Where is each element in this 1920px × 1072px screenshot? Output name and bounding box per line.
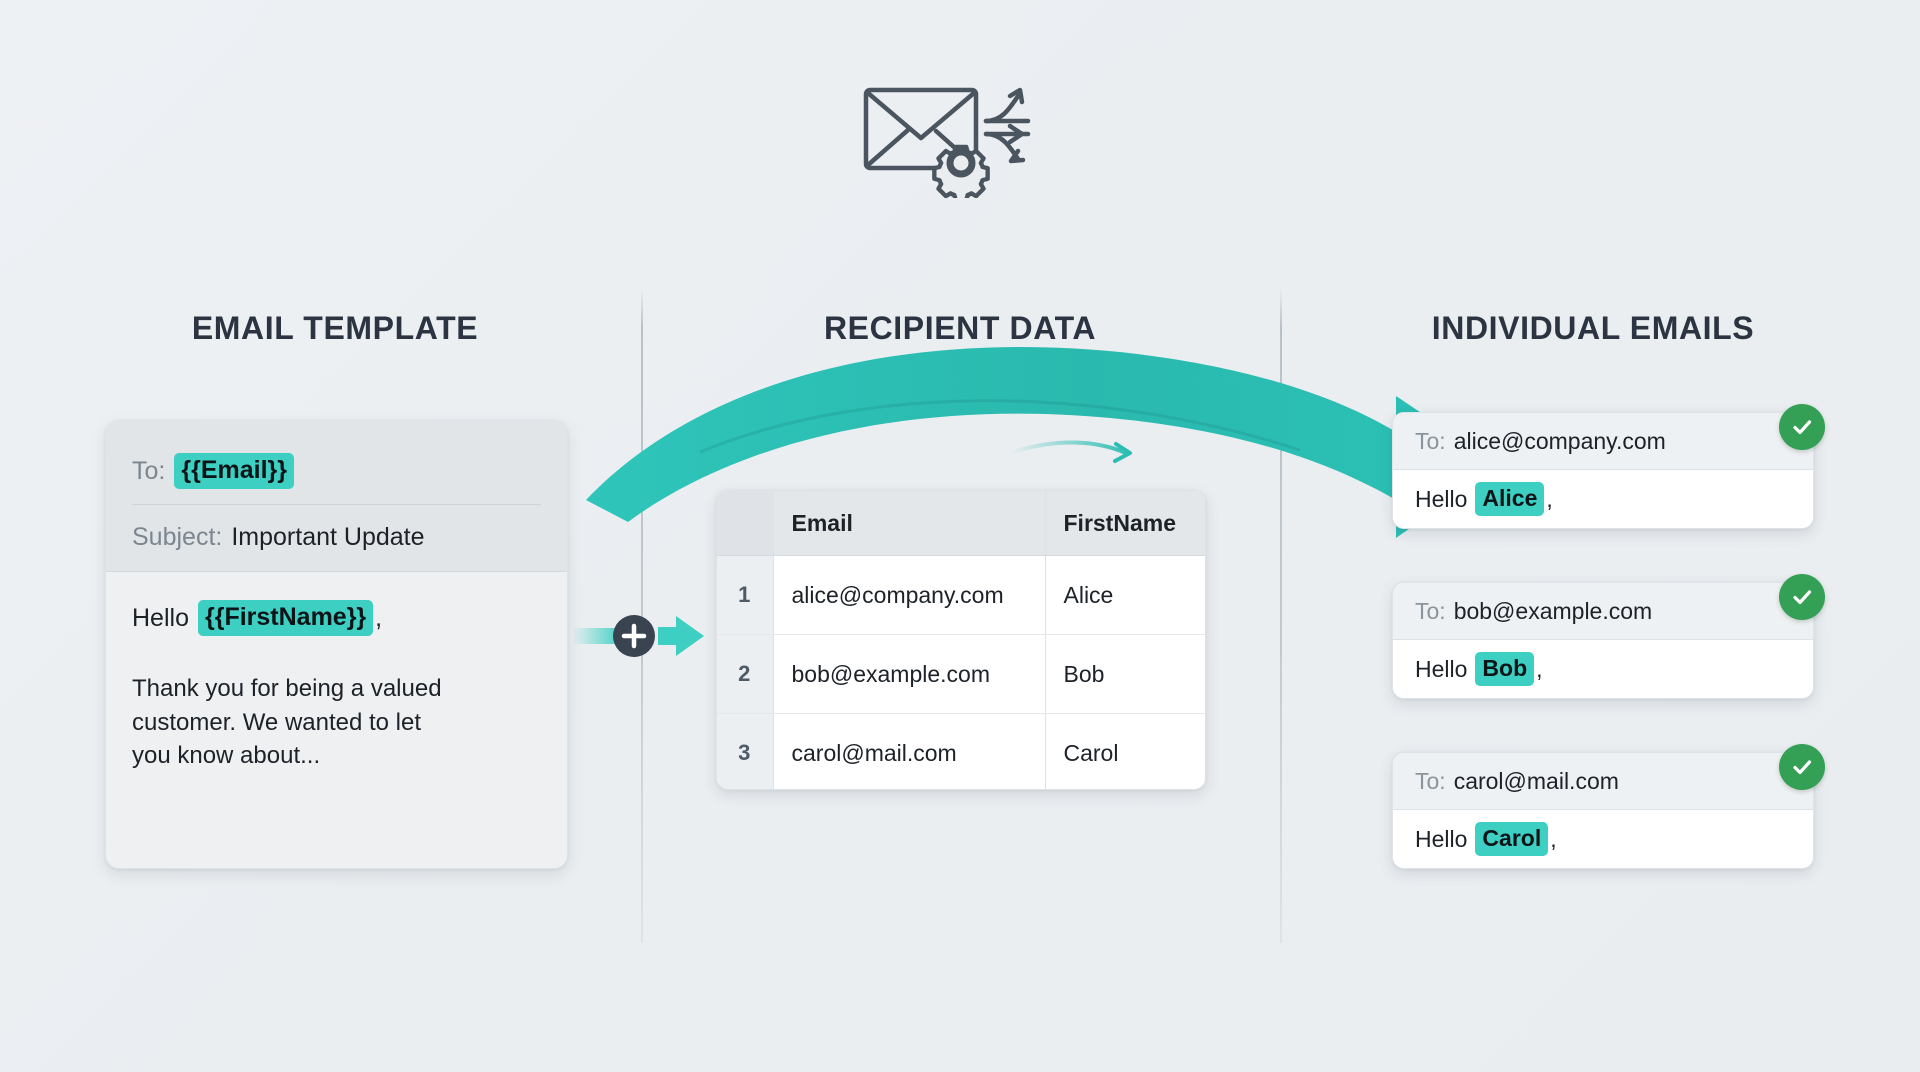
generated-email-body: Hello Alice , (1393, 470, 1813, 528)
template-subject-value[interactable]: Important Update (231, 522, 425, 551)
cell-email[interactable]: alice@company.com (772, 555, 1045, 635)
generated-to-value: carol@mail.com (1453, 767, 1619, 794)
generated-to-label: To: (1415, 427, 1446, 454)
email-template-body: Hello {{FirstName}} , Thank you for bein… (106, 572, 567, 773)
row-number: 3 (717, 713, 774, 789)
table-row[interactable]: 1 alice@company.com Alice (717, 555, 1205, 635)
table-header-row: Email FirstName (717, 491, 1205, 556)
cell-email[interactable]: carol@mail.com (772, 713, 1045, 789)
template-to-label: To: (132, 456, 166, 485)
generated-email-header: To: alice@company.com (1393, 413, 1813, 470)
email-template-header: To: {{Email}} Subject: Important Update (106, 421, 567, 572)
generated-email-card[interactable]: To: carol@mail.com Hello Carol , (1392, 752, 1814, 869)
table-header-firstname[interactable]: FirstName (1044, 491, 1205, 556)
generated-greeting-prefix: Hello (1415, 825, 1468, 852)
merge-connector (572, 608, 712, 664)
generated-greeting-suffix: , (1536, 655, 1543, 682)
template-subject-row: Subject: Important Update (106, 513, 567, 561)
generated-to-label: To: (1415, 597, 1446, 624)
cell-firstname[interactable]: Carol (1044, 713, 1205, 789)
column-title-individual-emails: INDIVIDUAL EMAILS (1431, 310, 1755, 346)
cell-firstname[interactable]: Bob (1044, 634, 1205, 714)
check-icon (1793, 590, 1812, 605)
template-greeting-prefix: Hello (132, 603, 189, 632)
row-number: 2 (717, 634, 774, 714)
generated-email-card[interactable]: To: alice@company.com Hello Alice , (1392, 412, 1814, 529)
email-template-card[interactable]: To: {{Email}} Subject: Important Update … (105, 420, 568, 869)
template-firstname-token[interactable]: {{FirstName}} (197, 600, 374, 636)
status-badge-sent (1779, 744, 1825, 790)
check-icon (1793, 420, 1812, 435)
cell-firstname[interactable]: Alice (1044, 555, 1205, 635)
cell-email[interactable]: bob@example.com (772, 634, 1045, 714)
envelope-gear-arrows-icon (860, 68, 1060, 203)
generated-email-header: To: bob@example.com (1393, 583, 1813, 640)
table-row[interactable]: 2 bob@example.com Bob (717, 634, 1205, 714)
generated-email-header: To: carol@mail.com (1393, 753, 1813, 810)
template-greeting-line: Hello {{FirstName}} , (132, 600, 541, 636)
template-to-row: To: {{Email}} (106, 447, 567, 495)
template-email-token[interactable]: {{Email}} (174, 453, 294, 489)
column-title-email-template: EMAIL TEMPLATE (191, 310, 479, 346)
generated-to-value: alice@company.com (1453, 427, 1666, 454)
status-badge-sent (1779, 574, 1825, 620)
generated-email-body: Hello Bob , (1393, 640, 1813, 698)
column-divider-right (1280, 288, 1282, 943)
generated-name-token: Bob (1475, 652, 1535, 686)
table-header-rownum (717, 491, 773, 556)
generated-to-value: bob@example.com (1453, 597, 1653, 624)
column-title-recipient-data: RECIPIENT DATA (823, 310, 1097, 346)
check-icon (1793, 760, 1812, 775)
template-subject-label: Subject: (132, 522, 223, 551)
template-greeting-suffix: , (375, 603, 383, 632)
row-number: 1 (717, 555, 774, 635)
status-badge-sent (1779, 404, 1825, 450)
recipient-data-table[interactable]: Email FirstName 1 alice@company.com Alic… (716, 490, 1206, 790)
generated-name-token: Carol (1475, 822, 1549, 856)
generated-greeting-suffix: , (1546, 485, 1553, 512)
template-header-divider (132, 504, 541, 505)
generated-greeting-prefix: Hello (1415, 485, 1468, 512)
template-body-paragraph: Thank you for being a valued customer. W… (132, 675, 442, 770)
generated-email-body: Hello Carol , (1393, 810, 1813, 868)
generated-name-token: Alice (1475, 482, 1545, 516)
generated-greeting-suffix: , (1550, 825, 1557, 852)
generated-email-card[interactable]: To: bob@example.com Hello Bob , (1392, 582, 1814, 699)
generated-greeting-prefix: Hello (1415, 655, 1468, 682)
column-divider-left (641, 288, 643, 943)
table-row[interactable]: 3 carol@mail.com Carol (717, 713, 1205, 789)
generated-to-label: To: (1415, 767, 1446, 794)
table-header-email[interactable]: Email (772, 491, 1045, 556)
